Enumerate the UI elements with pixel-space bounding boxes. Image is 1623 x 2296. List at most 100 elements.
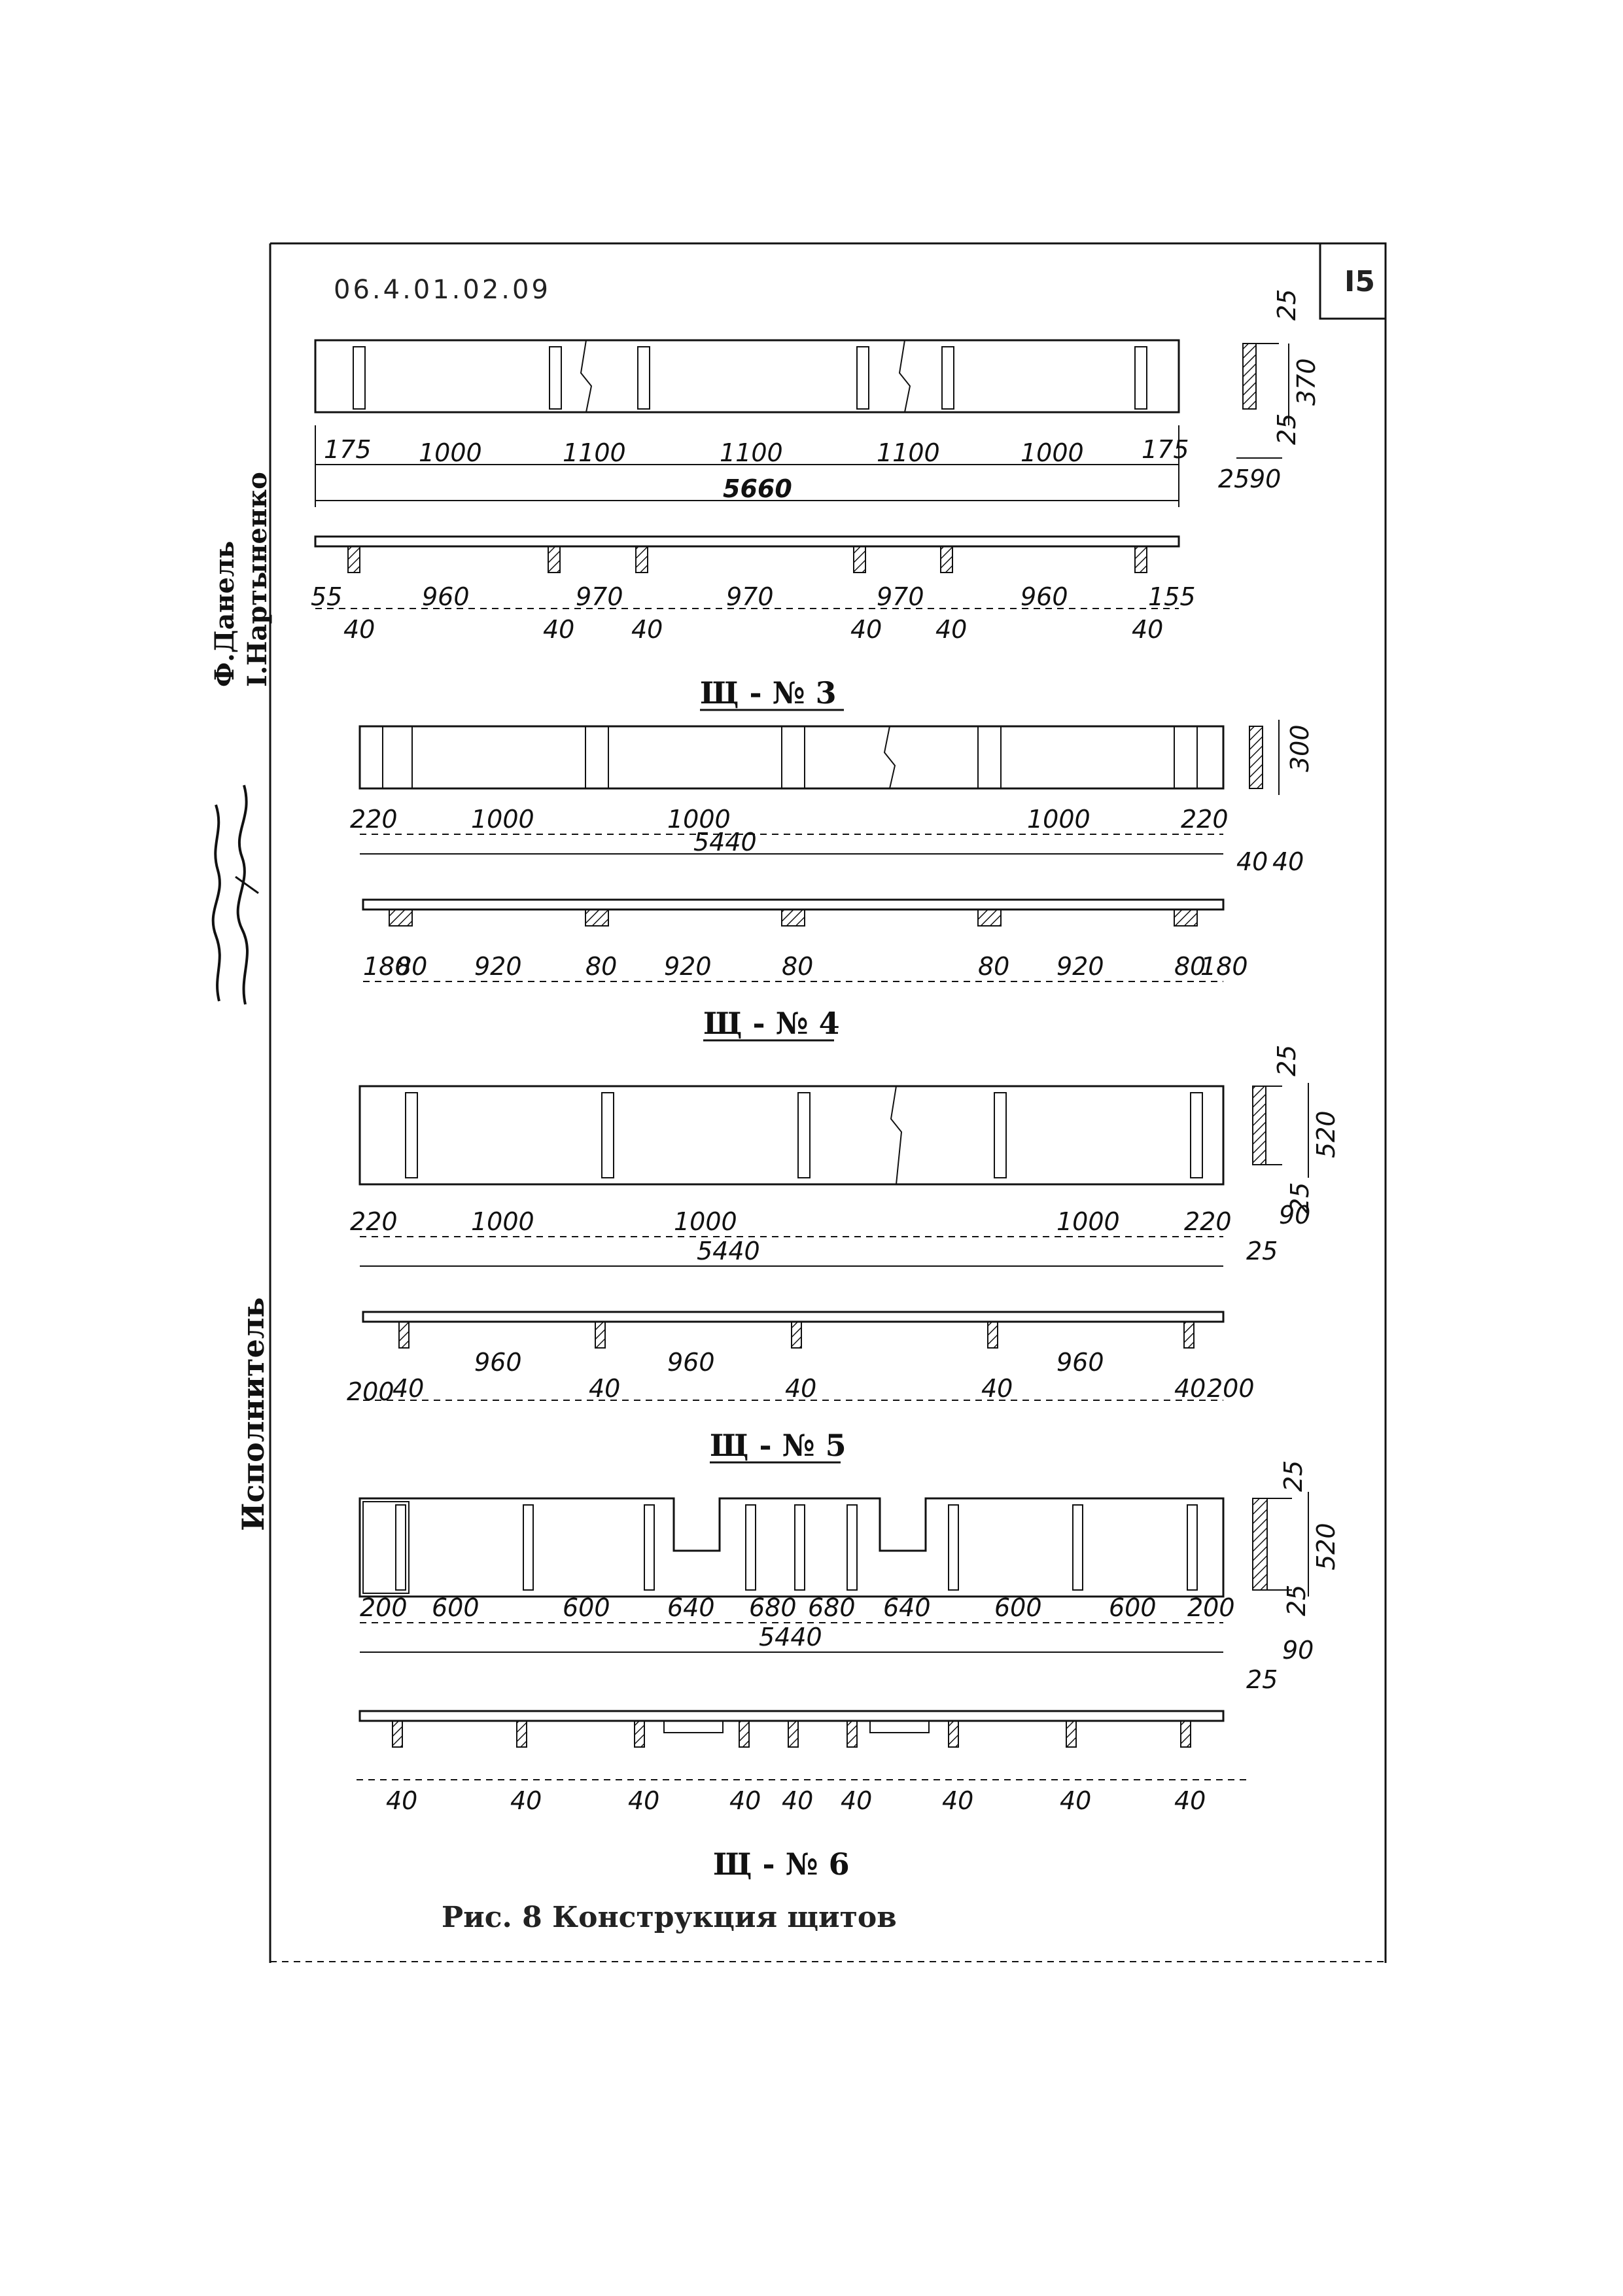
panel-3-front-view — [314, 339, 1180, 507]
dim-label: 640 — [883, 1593, 931, 1622]
role-label: Исполнитель — [236, 1297, 271, 1531]
dim-label: 180 — [363, 952, 411, 981]
dim-label: 220 — [350, 1207, 398, 1236]
post-width-label: 40 — [628, 1786, 659, 1815]
dim-label: 40 — [1236, 847, 1268, 876]
dim-label: 600 — [563, 1593, 610, 1622]
total-length: 5660 — [723, 474, 792, 503]
dim-label: 960 — [422, 582, 470, 611]
dim-label: 1000 — [667, 805, 731, 834]
dim-label: 370 — [1292, 358, 1321, 406]
dim-label: 520 — [1312, 1523, 1340, 1570]
dim-label: 25 — [1285, 1182, 1314, 1214]
dim-label: 25 — [1272, 1045, 1301, 1076]
dim-label: 180 — [1200, 952, 1248, 981]
dim-label: 25 — [1272, 289, 1301, 321]
dim-label: 1000 — [471, 805, 534, 834]
post-width-label: 40 — [543, 615, 574, 644]
dim-label: 970 — [726, 582, 774, 611]
panel-label: Щ - № 5 — [710, 1428, 846, 1463]
panel-label: Щ - № 3 — [700, 675, 837, 711]
dim-label: 970 — [877, 582, 924, 611]
dim-label: 970 — [576, 582, 623, 611]
dim-label: 960 — [1021, 582, 1068, 611]
dim-label: 920 — [1056, 952, 1104, 981]
panel-label: Щ - № 4 — [703, 1006, 840, 1041]
panel-5-top-view — [362, 1311, 1225, 1401]
post-width-label: 40 — [935, 615, 967, 644]
dim-label: 600 — [1109, 1593, 1157, 1622]
panel-3-section: 25 370 25 25 90 — [1218, 289, 1321, 493]
panel-4-front-view — [358, 725, 1225, 855]
post-width-label: 40 — [1174, 1786, 1206, 1815]
dim-label: 1100 — [563, 438, 626, 467]
post-width-label: 40 — [942, 1786, 973, 1815]
dim-label: 1000 — [471, 1207, 534, 1236]
panel-5-section: 25 520 90 25 25 — [1246, 1045, 1340, 1265]
post-width-label: 40 — [386, 1786, 417, 1815]
panel-4-front-dims: 220 1000 1000 1000 220 5440 — [350, 805, 1229, 857]
dim-label: 55 — [311, 582, 342, 611]
dim-label: 600 — [994, 1593, 1042, 1622]
dim-label: 80 — [1174, 952, 1206, 981]
author-name-1: Ф.Данель — [209, 540, 240, 687]
post-width-label: 40 — [343, 615, 375, 644]
dim-label: 175 — [1142, 435, 1189, 464]
dim-label: 90 — [1282, 1636, 1314, 1665]
dim-label: 640 — [667, 1593, 715, 1622]
dim-label: 220 — [1181, 805, 1229, 834]
post-width-label: 40 — [631, 615, 663, 644]
panel-3-top-dims: 55 960 970 970 970 960 155 40 40 40 40 4… — [311, 582, 1196, 644]
dim-label: 200 — [1207, 1374, 1255, 1403]
dim-label: 960 — [667, 1348, 715, 1377]
post-width-label: 40 — [1060, 1786, 1091, 1815]
panel-4-section: 300 40 40 — [1236, 720, 1314, 876]
panel-5-front-dims: 220 1000 1000 1000 220 5440 — [350, 1207, 1232, 1265]
post-width-label: 40 — [782, 1786, 813, 1815]
dim-label: 1000 — [674, 1207, 737, 1236]
panel-4-top-dims: 180 80 920 80 920 80 80 920 80 180 — [363, 952, 1248, 981]
dim-label: 25 — [1282, 1585, 1311, 1616]
post-width-label: 40 — [841, 1786, 872, 1815]
panel-4-top-view — [362, 898, 1225, 982]
dim-label: 520 — [1312, 1110, 1340, 1158]
dim-label: 25 — [1246, 1665, 1278, 1694]
total-length: 5440 — [697, 1237, 760, 1265]
dim-label: 40 — [785, 1374, 816, 1403]
page-number: I5 — [1344, 265, 1375, 298]
dim-label: 220 — [350, 805, 398, 834]
dim-label: 920 — [664, 952, 712, 981]
dim-label: 680 — [808, 1593, 856, 1622]
panel-6-top-view — [357, 1710, 1246, 1780]
dim-label: 40 — [393, 1374, 424, 1403]
post-width-label: 40 — [850, 615, 882, 644]
dim-label: 155 — [1148, 582, 1196, 611]
dim-label: 200 — [1187, 1593, 1235, 1622]
panel-3-front-dims: 175 1000 1100 1100 1100 1000 175 5660 — [324, 435, 1189, 503]
dim-label: 80 — [978, 952, 1009, 981]
dim-label: 80 — [585, 952, 617, 981]
dim-label: 200 — [347, 1377, 394, 1406]
total-length: 5440 — [759, 1623, 822, 1651]
dim-label: 220 — [1184, 1207, 1232, 1236]
dim-label: 90 — [1249, 465, 1281, 493]
panel-6-section: 25 520 25 90 25 — [1246, 1460, 1340, 1694]
dim-label: 40 — [1174, 1374, 1206, 1403]
dim-label: 920 — [474, 952, 522, 981]
post-width-label: 40 — [1132, 615, 1163, 644]
dim-label: 80 — [396, 952, 427, 981]
dim-label: 1100 — [877, 438, 940, 467]
handwritten-signatures — [211, 785, 259, 1005]
dim-label: 960 — [474, 1348, 522, 1377]
dim-label: 1000 — [1027, 805, 1091, 834]
dim-label: 40 — [981, 1374, 1013, 1403]
author-name-2: I.Нартыненко — [242, 472, 273, 687]
post-width-label: 40 — [510, 1786, 542, 1815]
dim-label: 25 — [1218, 465, 1249, 493]
dim-label: 200 — [360, 1593, 408, 1622]
dim-label: 40 — [1272, 847, 1304, 876]
post-width-label: 40 — [729, 1786, 761, 1815]
dim-label: 300 — [1285, 724, 1314, 772]
dim-label: 1000 — [419, 438, 482, 467]
sheet-frame — [269, 242, 1387, 1963]
